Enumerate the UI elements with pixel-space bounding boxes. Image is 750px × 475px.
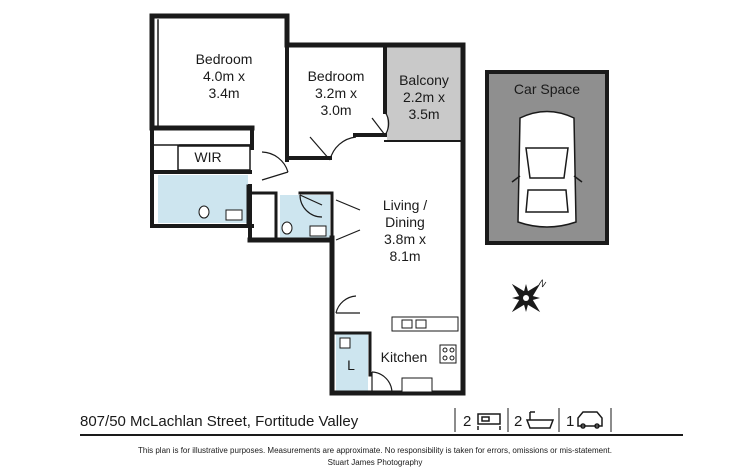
wir-label: WIR <box>194 149 222 165</box>
kitchen-label: Kitchen <box>380 349 428 365</box>
bedroom2-size-2: 3.0m <box>320 102 352 118</box>
living-size-2: 8.1m <box>389 248 421 264</box>
bedroom1-size-2: 3.4m <box>208 85 240 101</box>
bedroom1-size-1: 4.0m x <box>202 68 245 84</box>
car-outline-icon <box>511 110 583 228</box>
balcony-label: Balcony 2.2m x 3.5m <box>386 72 462 123</box>
living-size-1: 3.8m x <box>383 231 426 247</box>
car-icon <box>577 411 603 429</box>
laundry-label: L <box>347 357 355 373</box>
living-name-1: Living / <box>382 197 428 213</box>
balcony-name: Balcony <box>399 72 449 88</box>
living-name-2: Dining <box>385 214 425 230</box>
living-label: Living / Dining 3.8m x 8.1m <box>365 197 445 265</box>
car-space-label: Car Space <box>513 81 581 97</box>
balcony-floor <box>387 47 463 141</box>
ensuite-toilet <box>198 205 210 219</box>
bath-icon <box>525 411 555 429</box>
bedroom2-size-1: 3.2m x <box>314 85 357 101</box>
compass-north-label: N <box>537 277 548 289</box>
balcony-size-1: 2.2m x <box>402 89 445 105</box>
cooktop <box>439 344 457 364</box>
disclaimer: This plan is for illustrative purposes. … <box>0 445 750 469</box>
bedroom2-label: Bedroom 3.2m x 3.0m <box>296 68 376 119</box>
bathroom-count: 2 <box>514 413 523 430</box>
photo-credit: Stuart James Photography <box>327 458 423 467</box>
property-address: 807/50 McLachlan Street, Fortitude Valle… <box>80 413 359 430</box>
bedroom1-label: Bedroom 4.0m x 3.4m <box>184 51 264 102</box>
disclaimer-text: This plan is for illustrative purposes. … <box>138 446 612 455</box>
balcony-size-2: 3.5m <box>408 106 440 122</box>
car-space-count: 1 <box>566 413 575 430</box>
bathroom-toilet <box>281 221 293 235</box>
bedroom1-name: Bedroom <box>195 51 253 67</box>
compass-icon <box>511 283 541 313</box>
bedroom-count: 2 <box>463 413 472 430</box>
bedroom2-name: Bedroom <box>307 68 365 84</box>
bed-icon <box>477 413 501 430</box>
